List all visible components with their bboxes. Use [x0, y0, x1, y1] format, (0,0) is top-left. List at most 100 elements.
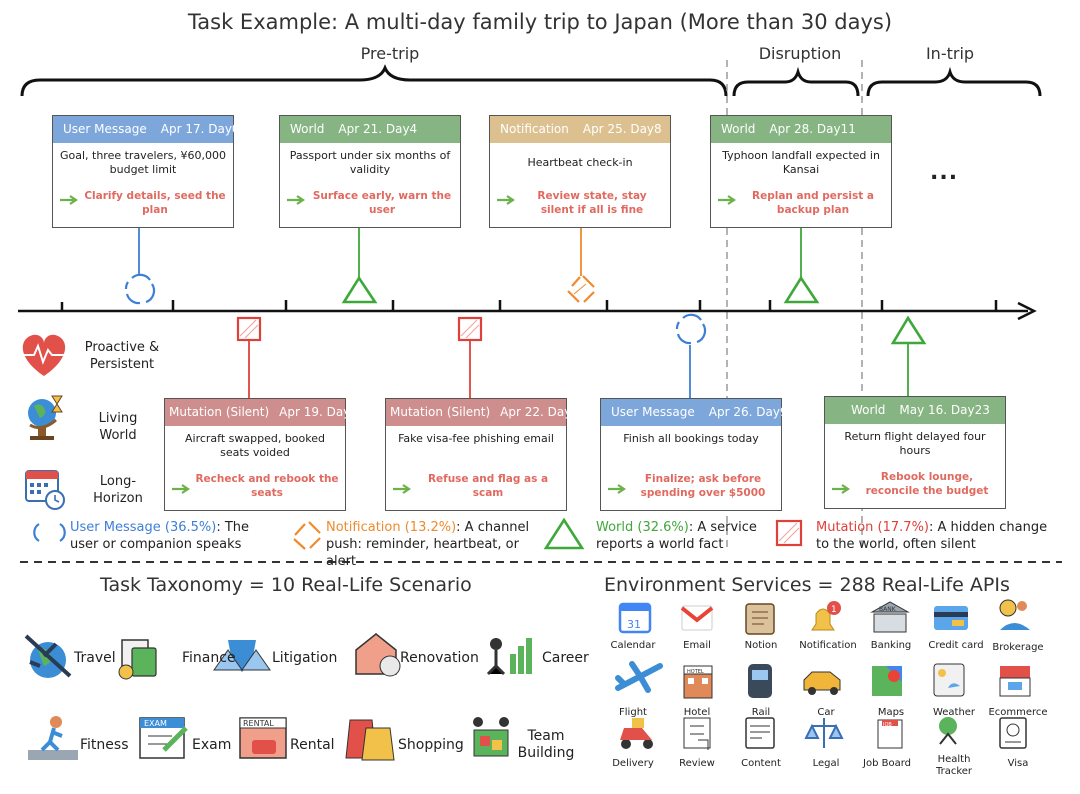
legend-desc: : A hidden change to the world, often si… [816, 520, 1048, 552]
scenario-shopping: Shopping [398, 737, 464, 753]
service-ecommerce: Ecommerce [988, 707, 1048, 718]
event-action: Replan and persist a backup plan [752, 190, 874, 216]
event-text: Fake visa-fee phishing email [398, 432, 554, 445]
event-type: Mutation (Silent) [390, 405, 491, 419]
credit-card-icon [934, 606, 968, 630]
bank-icon-text: BANK [879, 606, 897, 613]
service-hotel: Hotel [683, 707, 711, 718]
brace-pre-trip [20, 64, 728, 97]
visa-icon [999, 717, 1027, 749]
event-card-apr17: User Message Apr 17. Day0 Goal, three tra… [52, 115, 240, 228]
team-building-icon [473, 717, 509, 757]
heart-pulse-icon [22, 334, 66, 376]
event-type: User Message [611, 405, 695, 419]
service-calendar: Calendar [610, 640, 656, 651]
service-notion: Notion [744, 640, 778, 651]
health-tracker-icon [939, 717, 957, 745]
legend-key: Notification (13.2%) [326, 520, 457, 535]
scenario-litigation: Litigation [272, 650, 338, 666]
legend-mutation: Mutation (17.7%): A hidden change to the… [816, 519, 1056, 553]
arrow-icon [287, 195, 305, 205]
arrow-icon [497, 195, 515, 205]
event-card-apr22: Mutation (Silent) Apr 22. Day5 Fake visa-… [385, 398, 579, 511]
legend-user-message: User Message (36.5%): The user or compan… [70, 519, 278, 553]
service-notification: Notification [799, 640, 857, 651]
service-visa: Visa [1007, 758, 1029, 769]
fitness-icon [28, 716, 78, 760]
scenario-fitness: Fitness [80, 737, 129, 753]
event-text: Typhoon landfall expected in Kansai [722, 149, 880, 176]
phase-disruption: Disruption [758, 44, 842, 63]
scenario-finance: Finance [182, 650, 236, 666]
legend-desc: : A service reports a world fact [596, 520, 757, 552]
calendar-clock-icon [25, 470, 65, 510]
review-icon [683, 717, 711, 750]
label-proactive: Proactive & Persistent [84, 340, 160, 372]
event-date: Apr 28. Day11 [769, 122, 856, 136]
event-type: World [851, 403, 886, 417]
service-rail: Rail [751, 707, 771, 718]
finance-icon [118, 639, 157, 680]
event-action: Clarify details, seed the plan [84, 190, 226, 216]
service-flight: Flight [619, 707, 647, 718]
scenario-icons: . [24, 633, 532, 761]
phase-pre-trip: Pre-trip [360, 44, 420, 63]
scenario-travel: Travel [74, 650, 116, 666]
service-health-tracker: Health Tracker [935, 754, 973, 777]
label-long-horizon: Long-Horizon [93, 474, 143, 506]
event-text: Heartbeat check-in [527, 156, 633, 169]
event-action: Review state, stay silent if all is fine [537, 190, 647, 216]
event-card-apr19: Mutation (Silent)Apr 19. Day2 Aircraft s… [164, 398, 358, 511]
maps-icon [872, 666, 902, 696]
legend-desc: : The user or companion speaks [70, 520, 250, 552]
event-text: Goal, three travelers, ¥60,000 budget li… [59, 149, 227, 176]
job-board-icon: JOB [877, 719, 903, 749]
event-action: Recheck and rebook the seats [195, 473, 339, 499]
ellipsis: ... [930, 160, 959, 185]
event-action: Rebook lounge, reconcile the budget [865, 471, 989, 497]
event-type: Mutation (Silent) [169, 405, 270, 419]
taxonomy-title: Task Taxonomy = 10 Real-Life Scenario [100, 574, 472, 596]
arrow-icon [608, 484, 626, 494]
brace-in-trip [866, 66, 1042, 97]
ecommerce-icon [999, 666, 1031, 697]
service-review: Review [679, 758, 715, 769]
brace-disruption [732, 66, 860, 97]
service-legal: Legal [812, 758, 840, 769]
email-icon [680, 605, 714, 631]
scenario-team-building: Team Building [517, 728, 575, 761]
event-action: Finalize; ask before spending over $5000 [640, 473, 766, 499]
legend-notification: Notification (13.2%): A channel push: re… [326, 519, 532, 570]
legend-desc: : A channel push: reminder, heartbeat, o… [326, 520, 530, 569]
exam-icon [139, 717, 188, 759]
legend-key: User Message (36.5%) [70, 520, 217, 535]
timeline-arrowhead [1017, 301, 1037, 321]
arrow-icon [172, 484, 190, 494]
notification-count-text: 1 [831, 605, 837, 615]
event-date: Apr 26. Day9 [708, 405, 788, 419]
event-date: Apr 22. Day5 [500, 405, 579, 419]
label-living-world: Living World [98, 411, 138, 443]
arrow-icon [393, 484, 411, 494]
exam-icon-text: EXAM [144, 719, 167, 728]
rail-icon [748, 664, 772, 698]
content-icon [745, 717, 775, 749]
event-text: Return flight delayed four hours [844, 430, 986, 457]
event-type: World [721, 122, 756, 136]
scenario-rental: Rental [290, 737, 335, 753]
event-type: User Message [63, 122, 147, 136]
page-title: Task Example: A multi-day family trip to… [187, 10, 893, 34]
service-brokerage: Brokerage [992, 642, 1044, 653]
legend-key: Mutation (17.7%) [816, 520, 929, 535]
scenario-career: Career [542, 650, 589, 666]
event-date: Apr 21. Day4 [338, 122, 418, 136]
travel-icon [24, 634, 72, 678]
service-delivery: Delivery [612, 758, 654, 769]
job-icon-text: JOB [882, 722, 892, 728]
services-title: Environment Services = 288 Real-Life API… [604, 574, 1010, 596]
legal-icon [804, 718, 844, 748]
event-date: Apr 17. Day0 [160, 122, 240, 136]
